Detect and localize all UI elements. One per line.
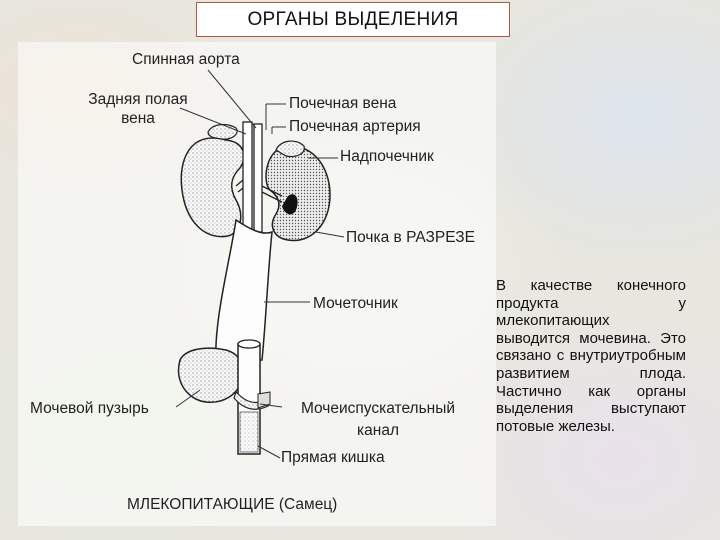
label-urethra-line2: канал	[280, 422, 476, 439]
left-adrenal	[208, 125, 237, 140]
aorta	[254, 124, 262, 232]
vena-cava	[243, 122, 252, 232]
label-urethra-line1: Мочеиспускательный	[280, 400, 476, 417]
left-kidney	[181, 138, 244, 237]
label-ureter: Мочеточник	[313, 295, 398, 312]
label-renal-artery: Почечная артерия	[289, 118, 421, 135]
label-posterior-vena-cava-line2: вена	[88, 110, 188, 127]
diagram-caption: МЛЕКОПИТАЮЩИЕ (Самец)	[127, 496, 337, 513]
label-bladder: Мочевой пузырь	[30, 400, 149, 417]
label-spinal-aorta: Спинная аорта	[132, 51, 240, 68]
label-rectum: Прямая кишка	[281, 449, 385, 466]
side-description: В качестве конечного продукта у млекопит…	[496, 277, 686, 435]
label-kidney-section: Почка в РАЗРЕЗЕ	[346, 229, 475, 246]
bladder	[179, 348, 244, 402]
label-renal-vein: Почечная вена	[289, 95, 396, 112]
ureter-tube	[216, 220, 272, 360]
label-posterior-vena-cava-line1: Задняя полая	[88, 91, 188, 108]
label-adrenal: Надпочечник	[340, 148, 434, 165]
